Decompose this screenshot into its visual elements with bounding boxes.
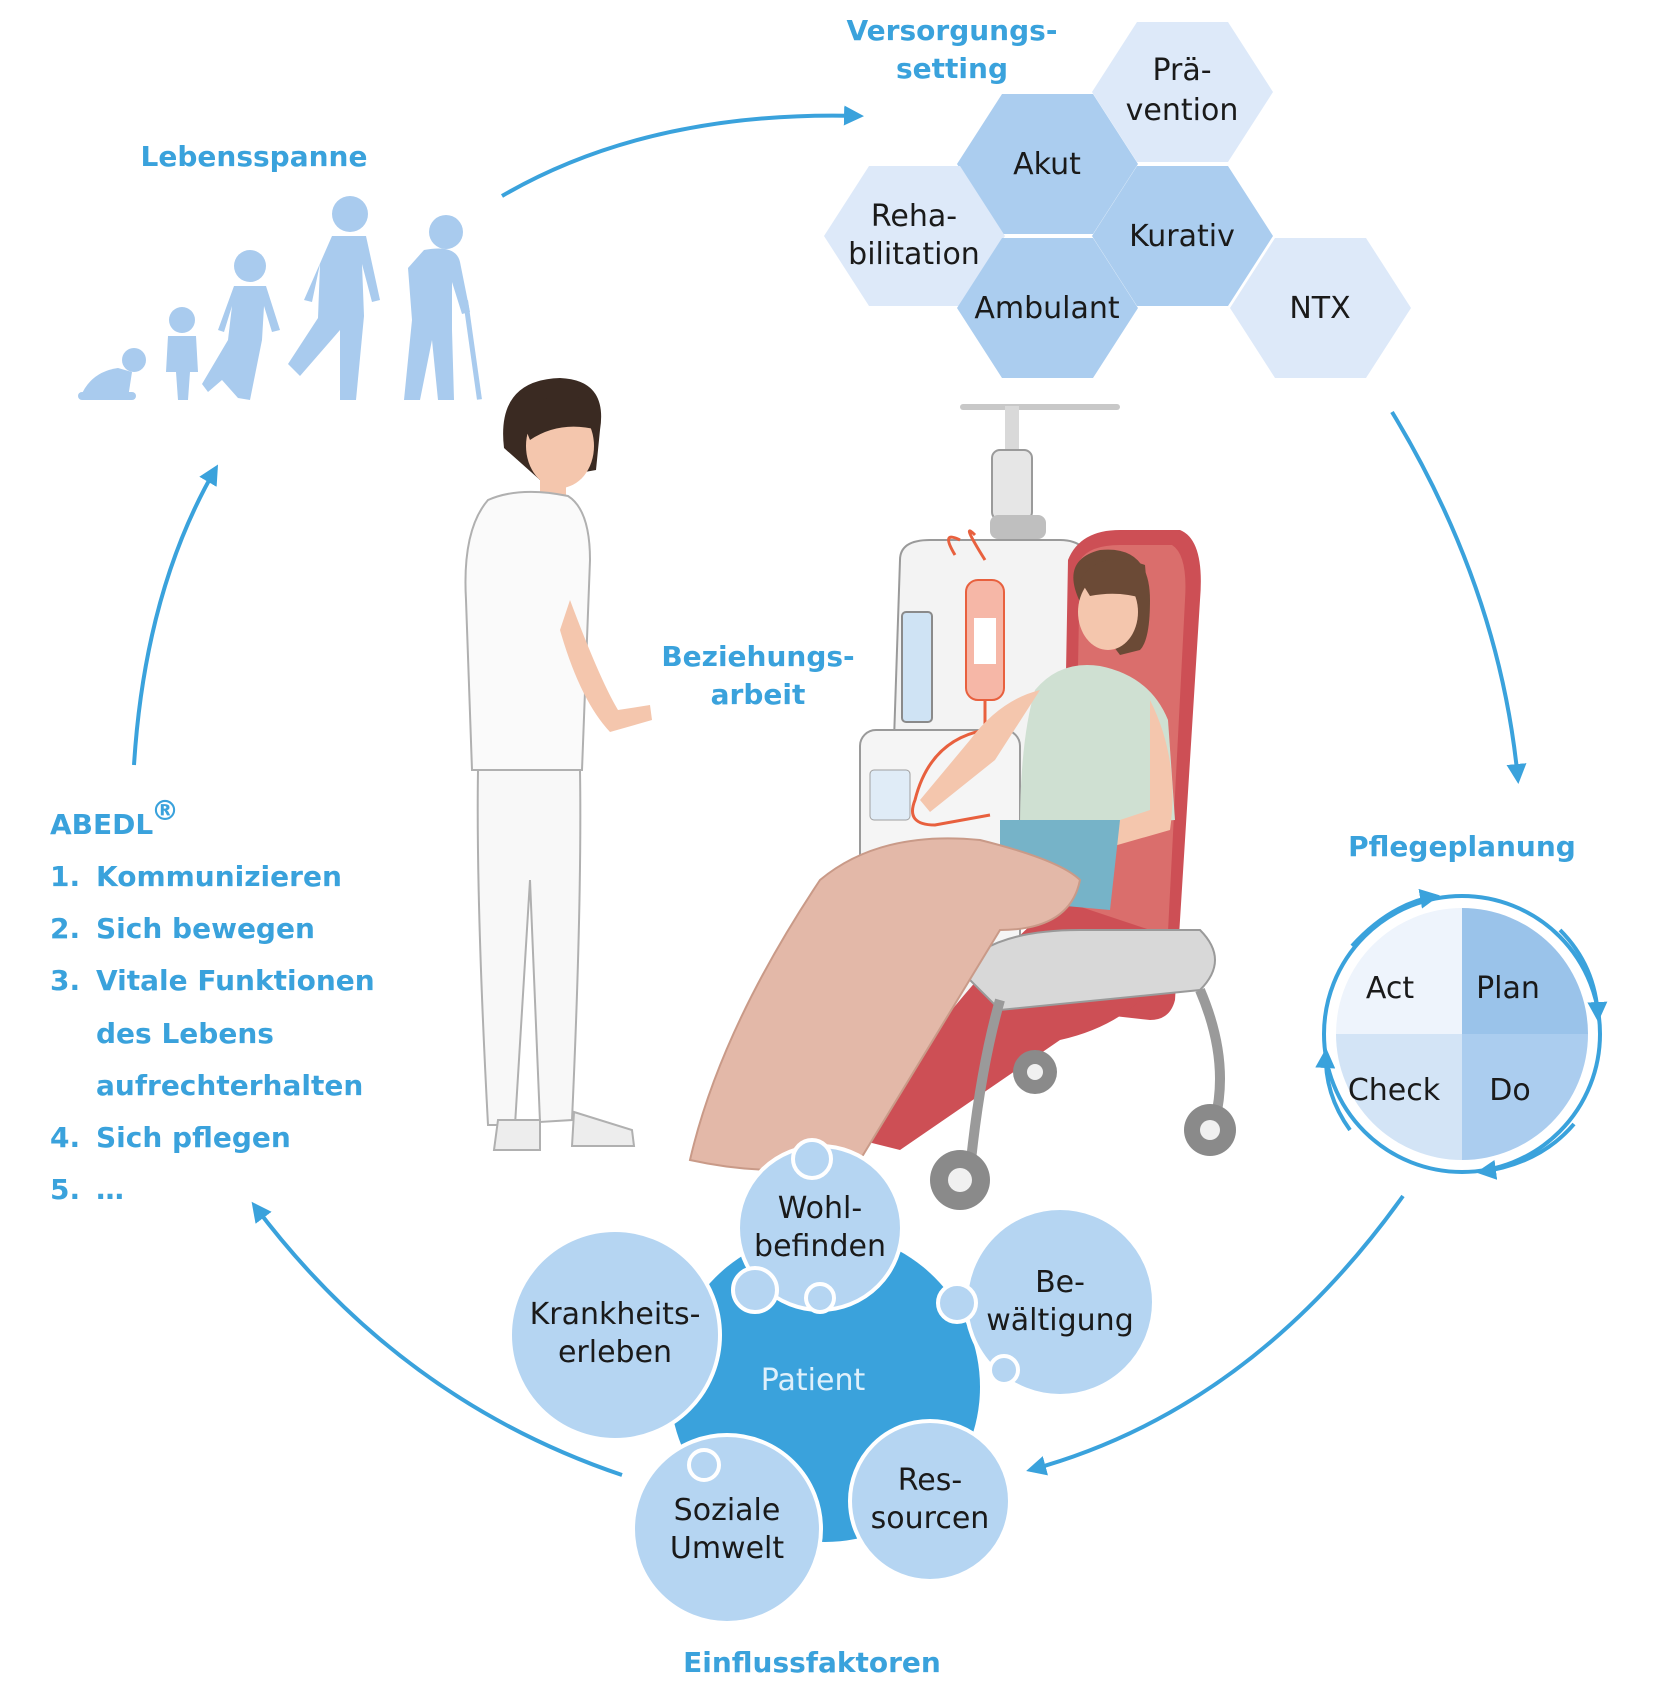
pflegeplanung-title: Pflegeplanung xyxy=(1348,830,1576,863)
abedl-item-2-text: Sich bewegen xyxy=(96,912,315,945)
hex-ambulant-label: Ambulant xyxy=(974,291,1120,326)
abedl-title: ABEDL xyxy=(50,808,153,841)
pdca-check-quadrant xyxy=(1336,1034,1462,1160)
lebensspanne-title: Lebensspanne xyxy=(141,140,368,173)
nurse-figure xyxy=(464,378,652,1151)
arrow-pflegeplanung-to-einfluss xyxy=(1026,1194,1405,1476)
abedl-item-5-num: 5. xyxy=(50,1173,80,1206)
patient-figure xyxy=(688,549,1175,1171)
hex-rehabilitation-label-1: Reha- xyxy=(871,199,957,234)
beziehung-label-line1: Beziehungs- xyxy=(661,640,854,673)
hex-ntx-label: NTX xyxy=(1289,291,1350,326)
arrow-versorgung-to-pflegeplanung xyxy=(1390,410,1527,784)
pdca-cycle: Act Plan Check Do xyxy=(1315,888,1608,1180)
hex-kurativ: Kurativ xyxy=(1092,166,1273,306)
bubble-ressourcen-label-2: sourcen xyxy=(871,1501,990,1536)
versorgung-title-line1: Versorgungs- xyxy=(847,14,1058,47)
hex-kurativ-shape xyxy=(1092,166,1273,306)
hex-ambulant: Ambulant xyxy=(957,238,1138,378)
child-figure xyxy=(202,250,280,400)
abedl-item-3-text: Vitale Funktionen xyxy=(96,964,375,997)
hex-rehabilitation-label-2: bilitation xyxy=(848,237,980,272)
abedl-item-4-num: 4. xyxy=(50,1121,80,1154)
hex-praevention: Prä- vention xyxy=(1092,22,1273,162)
hex-akut: Akut xyxy=(957,94,1138,234)
bubble-soziale-umwelt-shape xyxy=(631,1433,823,1625)
pdca-act-quadrant xyxy=(1336,908,1462,1034)
hex-kurativ-label: Kurativ xyxy=(1129,219,1235,254)
life-stages-figures xyxy=(78,196,482,400)
bubble-bewaeltigung-label-2: wältigung xyxy=(986,1303,1133,1338)
abedl-item-2-num: 2. xyxy=(50,912,80,945)
pdca-check-label: Check xyxy=(1348,1073,1441,1108)
pdca-outer-ring xyxy=(1322,894,1602,1174)
einfluss-cluster: Patient Wohl- befinden Krankheits- erleb… xyxy=(508,1138,1156,1625)
bubble-soziale-umwelt: Soziale Umwelt xyxy=(631,1433,823,1625)
pdca-arrow-left xyxy=(1315,1048,1352,1132)
adult-figure xyxy=(288,196,380,400)
bubble-krankheitserleben-shape xyxy=(508,1228,722,1442)
abedl-item-1-num: 1. xyxy=(50,860,80,893)
patient-label: Patient xyxy=(761,1363,866,1398)
bubble-ressourcen: Res- sourcen xyxy=(848,1419,1012,1583)
bubble-wohlbefinden-label-1: Wohl- xyxy=(778,1191,862,1226)
pdca-plan-quadrant xyxy=(1462,908,1588,1034)
baby-figure xyxy=(78,348,146,400)
hex-ntx: NTX xyxy=(1230,238,1411,378)
elderly-figure xyxy=(404,215,482,400)
hex-rehabilitation-shape xyxy=(824,166,1005,306)
abedl-item-3-cont-2: aufrechterhalten xyxy=(96,1069,363,1102)
hex-praevention-shape xyxy=(1092,22,1273,162)
bubble-bewaeltigung-label-1: Be- xyxy=(1035,1265,1085,1300)
hex-akut-label: Akut xyxy=(1013,147,1081,182)
abedl-item-1-text: Kommunizieren xyxy=(96,860,342,893)
toddler-figure xyxy=(166,307,198,400)
infusion-bag xyxy=(911,529,1005,827)
hex-rehabilitation: Reha- bilitation xyxy=(824,166,1005,306)
bubble-krankheitserleben: Krankheits- erleben xyxy=(508,1228,722,1442)
bubble-ressourcen-label-1: Res- xyxy=(898,1463,962,1498)
arrow-lebensspanne-to-versorgung xyxy=(500,105,864,198)
abedl-item-3-num: 3. xyxy=(50,964,80,997)
abedl-trademark: ® xyxy=(151,794,179,827)
pdca-arrow-bottom xyxy=(1476,1122,1576,1180)
cycle-arrows xyxy=(132,105,1527,1477)
versorgung-title-line2: setting xyxy=(896,52,1008,85)
bubble-bewaeltigung: Be- wältigung xyxy=(964,1206,1156,1398)
bubble-wohlbefinden: Wohl- befinden xyxy=(736,1144,904,1312)
hex-ntx-shape xyxy=(1230,238,1411,378)
beziehung-label-line2: arbeit xyxy=(711,678,806,711)
hex-praevention-label-1: Prä- xyxy=(1152,53,1211,88)
bubble-soziale-umwelt-label-2: Umwelt xyxy=(670,1531,785,1566)
arrow-einfluss-to-abedl xyxy=(251,1201,623,1477)
small-decorative-bubbles xyxy=(687,1138,1020,1482)
abedl-item-5-text: … xyxy=(96,1173,124,1206)
bubble-krankheitserleben-label-2: erleben xyxy=(558,1335,672,1370)
pdca-arrow-right xyxy=(1558,928,1608,1022)
pdca-arrow-top xyxy=(1350,888,1440,948)
versorgung-hexagons: Prä- vention Akut Reha- bilitation Kurat… xyxy=(824,22,1411,378)
einfluss-title: Einflussfaktoren xyxy=(683,1646,941,1679)
pdca-act-label: Act xyxy=(1366,971,1414,1006)
abedl-list: ABEDL ® 1. Kommunizieren 2. Sich bewegen… xyxy=(50,794,375,1206)
bubble-ressourcen-shape xyxy=(848,1419,1012,1583)
pdca-do-label: Do xyxy=(1489,1073,1530,1108)
bubble-soziale-umwelt-label-1: Soziale xyxy=(674,1493,781,1528)
arrow-abedl-to-lebensspanne xyxy=(132,464,219,766)
pdca-plan-label: Plan xyxy=(1476,971,1540,1006)
abedl-item-3-cont-1: des Lebens xyxy=(96,1017,274,1050)
illustration-nurse-patient xyxy=(464,378,1236,1210)
bubble-krankheitserleben-label-1: Krankheits- xyxy=(530,1297,701,1332)
pdca-do-quadrant xyxy=(1462,1034,1588,1160)
hex-praevention-label-2: vention xyxy=(1126,93,1239,128)
bubble-wohlbefinden-label-2: befinden xyxy=(754,1229,886,1264)
abedl-item-4-text: Sich pflegen xyxy=(96,1121,291,1154)
hex-ambulant-shape xyxy=(957,238,1138,378)
hex-akut-shape xyxy=(957,94,1138,234)
